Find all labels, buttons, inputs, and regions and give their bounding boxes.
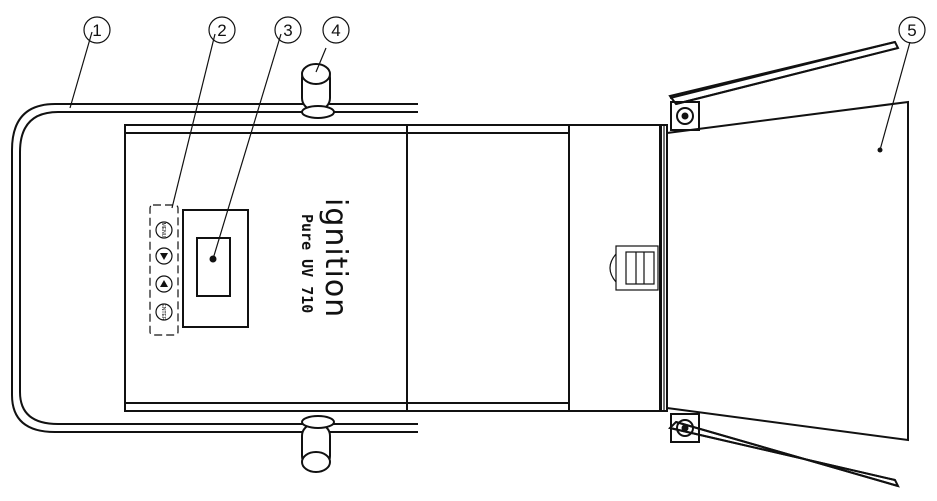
display-screen xyxy=(182,209,249,328)
knob-top xyxy=(301,63,335,119)
svg-text:2: 2 xyxy=(217,21,226,40)
svg-text:1: 1 xyxy=(92,21,101,40)
knob-bottom xyxy=(301,415,335,473)
enter-button[interactable]: ENTER xyxy=(155,303,173,321)
svg-text:3: 3 xyxy=(283,21,292,40)
control-panel: MENU ENTER xyxy=(149,204,179,336)
hinge-bottom xyxy=(670,413,700,443)
up-arrow-icon xyxy=(160,280,168,287)
callout-4: 4 xyxy=(322,16,350,44)
callout-2: 2 xyxy=(208,16,236,44)
barn-door-reflector xyxy=(666,40,909,488)
housing-main xyxy=(124,124,408,412)
brand-logo-text: ignition xyxy=(318,198,353,318)
housing-front xyxy=(568,124,662,412)
callout-5: 5 xyxy=(898,16,926,44)
svg-text:4: 4 xyxy=(331,21,340,40)
svg-text:5: 5 xyxy=(907,21,916,40)
up-button[interactable] xyxy=(155,275,173,293)
hinge-top xyxy=(670,101,700,131)
front-latch xyxy=(609,245,659,291)
enter-button-label: ENTER xyxy=(160,304,166,321)
callout-3: 3 xyxy=(274,16,302,44)
leader-lines xyxy=(69,31,911,260)
model-label: Pure UV 710 xyxy=(298,214,316,313)
menu-button[interactable]: MENU xyxy=(155,221,173,239)
down-arrow-icon xyxy=(160,253,168,260)
callout-1: 1 xyxy=(83,16,111,44)
housing-middle xyxy=(406,124,570,412)
carry-handle xyxy=(11,103,418,433)
down-button[interactable] xyxy=(155,247,173,265)
menu-button-label: MENU xyxy=(160,223,166,238)
